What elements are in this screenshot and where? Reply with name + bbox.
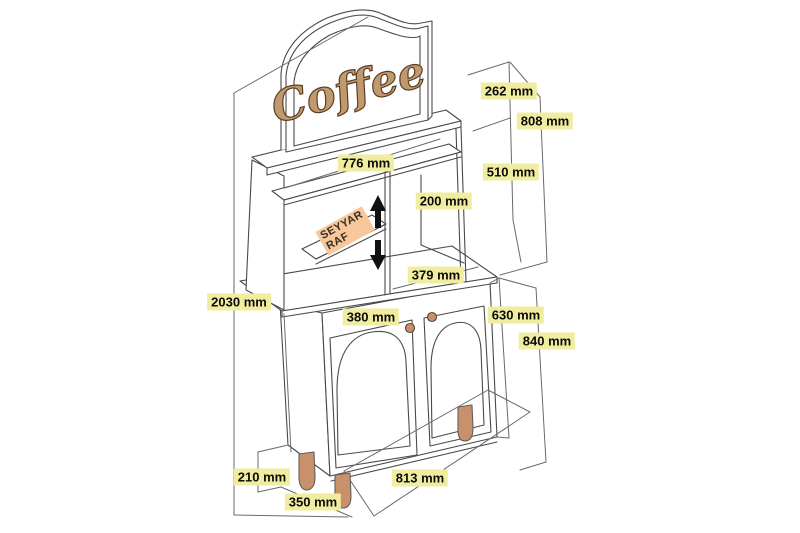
arrow-down-icon	[375, 240, 381, 256]
left-door-knob	[404, 322, 416, 334]
cabinet-legs	[298, 404, 474, 509]
shelf-movement-arrows	[370, 195, 386, 270]
dimension-label-total-height: 2030 mm	[207, 293, 271, 311]
back-right-leg	[457, 404, 474, 442]
arrow-down-icon	[370, 255, 386, 270]
dimension-label-leg-height: 210 mm	[233, 468, 291, 486]
dimension-label-base-depth: 350 mm	[284, 493, 342, 511]
back-left-leg	[298, 451, 316, 491]
base-cabinet	[279, 281, 498, 482]
right-door	[423, 305, 492, 447]
dimension-label-counter-depth: 380 mm	[342, 308, 400, 326]
dimension-label-overall-width: 813 mm	[391, 469, 449, 487]
arrow-up-icon	[370, 195, 386, 211]
dimension-label-right-opening-width: 379 mm	[407, 266, 465, 284]
dimension-label-niche-height: 200 mm	[415, 192, 473, 210]
dimension-label-upper-hutch-height: 808 mm	[516, 112, 574, 130]
dimension-label-top-compartment-height: 262 mm	[480, 82, 538, 100]
arrow-up-icon	[375, 210, 381, 228]
dimension-label-inner-shelf-width: 776 mm	[337, 154, 395, 172]
dimension-label-base-cabinet-height: 840 mm	[518, 332, 576, 350]
right-door-knob	[426, 311, 438, 323]
dimension-label-door-height: 630 mm	[487, 306, 545, 324]
dimension-label-middle-compartment-height: 510 mm	[482, 163, 540, 181]
left-door	[329, 319, 418, 469]
